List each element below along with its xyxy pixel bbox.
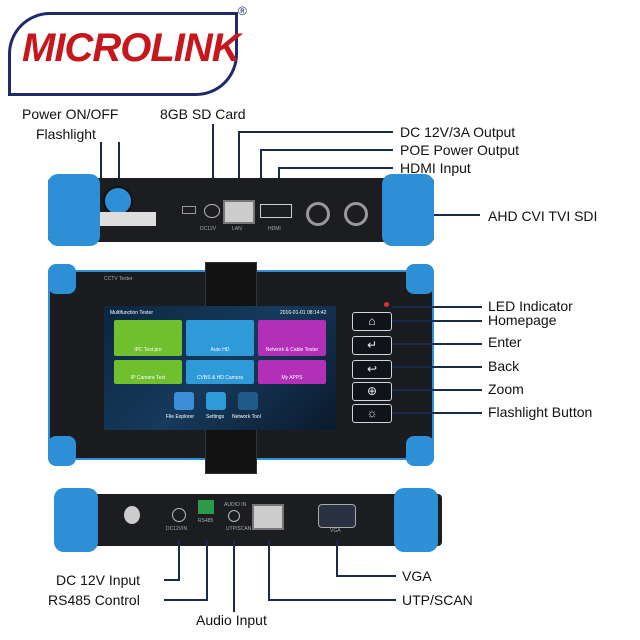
port-label-lan: LAN xyxy=(232,226,242,232)
back-button[interactable]: ↩ xyxy=(352,360,392,379)
dock-label-network-tool: Network Tool xyxy=(232,414,261,420)
homepage-button[interactable]: ⌂ xyxy=(352,312,392,331)
bumper-left xyxy=(48,174,100,246)
label-rs485: RS485 Control xyxy=(48,592,140,608)
label-dc-input: DC 12V Input xyxy=(56,572,141,588)
port-label-utp: UTP/SCAN xyxy=(226,526,252,532)
leader-line xyxy=(206,540,208,600)
leader-line xyxy=(118,142,120,178)
leader-line xyxy=(278,167,393,169)
port-label-vga: VGA xyxy=(330,528,341,534)
file-explorer-icon[interactable] xyxy=(174,392,194,410)
label-zoom: Zoom xyxy=(488,381,524,397)
leader-line xyxy=(238,131,240,189)
dock-label-settings: Settings xyxy=(206,414,225,420)
bnc-port-2 xyxy=(344,202,368,226)
label-power: Power ON/OFF xyxy=(22,106,119,122)
leader-line xyxy=(392,412,482,414)
dock-label-file-explorer: File Explorer xyxy=(166,414,195,420)
leader-line xyxy=(260,149,262,189)
label-poe-output: POE Power Output xyxy=(400,142,520,158)
registered-mark: ® xyxy=(238,4,247,18)
app-title: Multifunction Tester xyxy=(110,310,153,316)
dc-input-port xyxy=(172,508,186,522)
app-tile-network-cable[interactable]: Network & Cable Tester xyxy=(258,320,326,356)
screen: Multifunction Tester 2016-01-01 08:14:42… xyxy=(104,306,336,430)
leader-line xyxy=(260,149,393,151)
leader-line xyxy=(392,366,482,368)
bumper-right xyxy=(382,174,434,246)
strap-screw xyxy=(124,506,140,524)
label-homepage: Homepage xyxy=(488,312,557,328)
port-label-audio-in: AUDIO IN xyxy=(224,502,247,508)
port-label-dc-in: DC12VIN xyxy=(166,526,188,532)
port-label-hdmi: HDMI xyxy=(268,226,281,232)
flashlight-window xyxy=(100,212,156,226)
leader-line xyxy=(268,599,396,601)
label-enter: Enter xyxy=(488,334,522,350)
label-utp-scan: UTP/SCAN xyxy=(402,592,473,608)
label-flashlight: Flashlight xyxy=(36,126,96,142)
label-dc-output: DC 12V/3A Output xyxy=(400,124,516,140)
hdmi-port xyxy=(260,204,292,218)
label-sd-card: 8GB SD Card xyxy=(160,106,246,122)
app-tile-auto-hd[interactable]: Auto HD xyxy=(186,320,254,356)
app-tile-my-apps[interactable]: My APPS xyxy=(258,360,326,384)
corner-bumper xyxy=(406,264,434,294)
leader-line xyxy=(392,306,482,308)
poe-lan-port xyxy=(223,200,255,224)
port-label-rs485: RS485 xyxy=(198,518,214,524)
leader-line xyxy=(392,343,482,345)
app-tile-ipc-test[interactable]: IPC Test pro xyxy=(114,320,182,356)
logo-text: MICROLINK xyxy=(22,26,241,70)
app-tile-ip-camera[interactable]: IP Camera Test xyxy=(114,360,182,384)
label-vga: VGA xyxy=(402,568,432,584)
leader-line xyxy=(336,575,396,577)
screen-header-title: CCTV Tester xyxy=(104,276,133,282)
label-hdmi-input: HDMI Input xyxy=(400,160,471,176)
label-flashlight-button: Flashlight Button xyxy=(488,404,593,420)
enter-button[interactable]: ↵ xyxy=(352,336,392,355)
led-indicator xyxy=(384,302,389,307)
sd-card-slot xyxy=(182,206,196,214)
leader-line xyxy=(233,540,235,612)
leader-line xyxy=(268,540,270,600)
dc-output-port xyxy=(204,204,220,218)
screen-datetime: 2016-01-01 08:14:42 xyxy=(280,310,327,316)
leader-line xyxy=(392,320,482,322)
rs485-port xyxy=(198,500,214,514)
audio-input-port xyxy=(228,510,240,522)
app-tile-cvbs-hd[interactable]: CVBS & HD Camera xyxy=(186,360,254,384)
bnc-port-1 xyxy=(306,202,330,226)
port-label-dc: DC12V xyxy=(200,226,217,232)
label-led: LED Indicator xyxy=(488,298,573,314)
leader-line xyxy=(238,131,393,133)
label-ahd: AHD CVI TVI SDI xyxy=(488,208,598,224)
flashlight-button[interactable]: ☼ xyxy=(352,404,392,423)
power-button[interactable] xyxy=(103,186,133,216)
corner-bumper xyxy=(406,436,434,466)
corner-bumper xyxy=(48,264,76,294)
settings-icon[interactable] xyxy=(206,392,226,410)
bumper-right xyxy=(394,488,438,552)
leader-line xyxy=(164,579,180,581)
leader-line xyxy=(178,540,180,580)
brand-logo xyxy=(8,12,238,96)
leader-line xyxy=(336,540,338,576)
label-audio-input: Audio Input xyxy=(196,612,267,628)
leader-line xyxy=(392,389,482,391)
device-bottom-body xyxy=(58,494,442,546)
zoom-button[interactable]: ⊕ xyxy=(352,382,392,401)
corner-bumper xyxy=(48,436,76,466)
network-tool-icon[interactable] xyxy=(238,392,258,410)
bumper-left xyxy=(54,488,98,552)
leader-line xyxy=(100,142,102,178)
label-back: Back xyxy=(488,358,520,374)
vga-port xyxy=(318,504,356,528)
leader-line xyxy=(212,124,214,190)
utp-scan-port xyxy=(252,504,284,530)
leader-line xyxy=(164,599,208,601)
